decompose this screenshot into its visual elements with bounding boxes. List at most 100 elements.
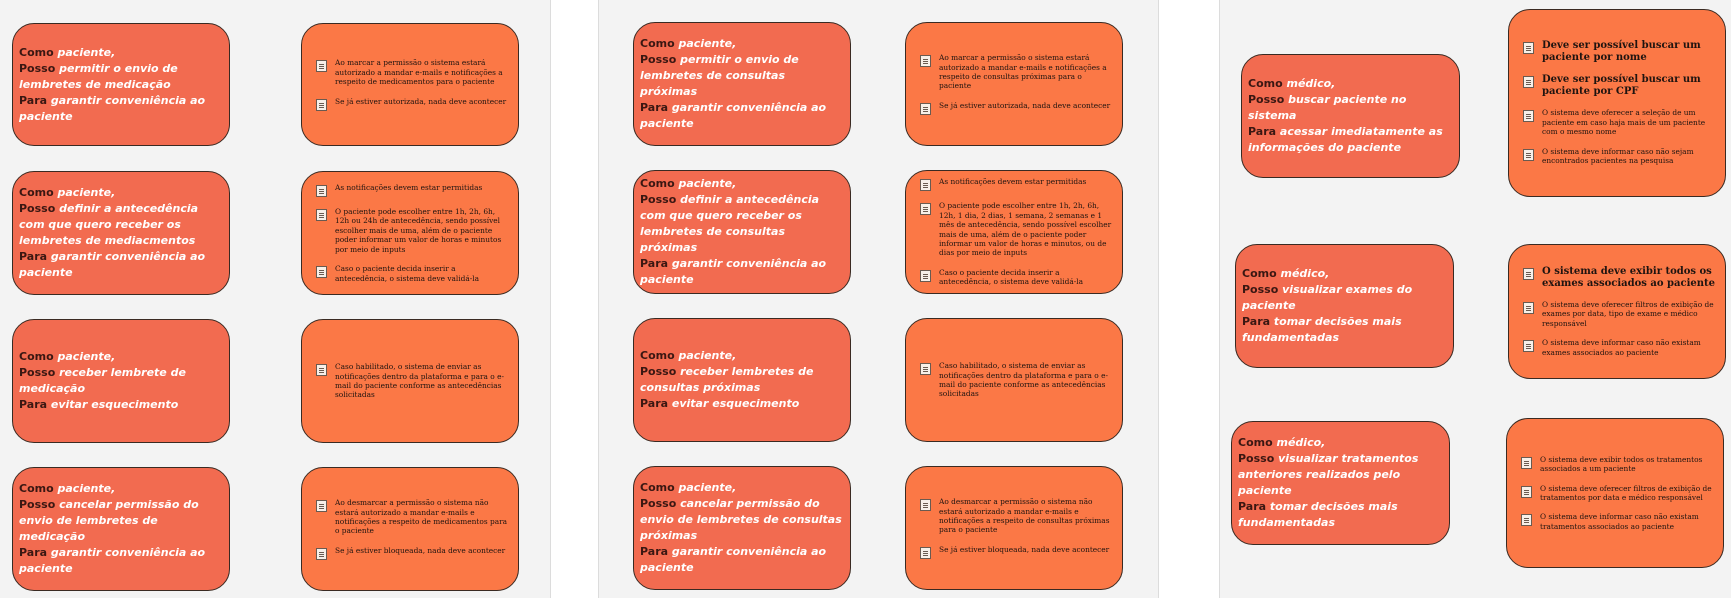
criteria-item: O sistema deve oferecer filtros de exibi… bbox=[1523, 300, 1715, 328]
story-keyword-para: Para bbox=[19, 546, 48, 559]
criteria-item: As notificações devem estar permitidas bbox=[920, 177, 1112, 192]
user-story-card[interactable]: Como médico,Posso visualizar tratamentos… bbox=[1231, 421, 1450, 545]
user-story-card[interactable]: Como médico,Posso visualizar exames do p… bbox=[1235, 244, 1454, 368]
criteria-text: O sistema deve informar caso não existam… bbox=[1540, 512, 1699, 531]
acceptance-criteria-card[interactable]: Caso habilitado, o sistema de enviar as … bbox=[905, 318, 1123, 442]
user-story-card[interactable]: Como paciente,Posso cancelar permissão d… bbox=[633, 466, 851, 590]
story-keyword-como: Como bbox=[640, 349, 675, 362]
criteria-item: Se já estiver autorizada, nada deve acon… bbox=[316, 97, 508, 111]
story-keyword-como: Como bbox=[19, 350, 54, 363]
story-goal: evitar esquecimento bbox=[50, 398, 179, 411]
story-text: Como paciente,Posso definir a antecedênc… bbox=[19, 185, 223, 281]
criteria-text: Caso o paciente decida inserir a anteced… bbox=[335, 264, 480, 283]
note-icon bbox=[316, 98, 327, 111]
story-goal: tomar decisões mais fundamentadas bbox=[1238, 500, 1398, 529]
acceptance-criteria-card[interactable]: Ao desmarcar a permissão o sistema não e… bbox=[301, 467, 519, 591]
user-story-card[interactable]: Como paciente,Posso cancelar permissão d… bbox=[12, 467, 230, 591]
story-text: Como paciente,Posso receber lembretes de… bbox=[640, 348, 844, 412]
story-text: Como paciente,Posso cancelar permissão d… bbox=[19, 481, 223, 577]
note-icon bbox=[316, 185, 327, 198]
story-goal: garantir conveniência ao paciente bbox=[640, 257, 827, 286]
story-role: paciente, bbox=[678, 349, 737, 362]
story-text: Como paciente,Posso cancelar permissão d… bbox=[640, 480, 844, 576]
story-goal: garantir conveniência ao paciente bbox=[640, 545, 827, 574]
user-story-card[interactable]: Como paciente,Posso receber lembrete de … bbox=[12, 319, 230, 443]
story-goal: garantir conveniência ao paciente bbox=[19, 93, 206, 123]
story-role: paciente, bbox=[678, 37, 737, 50]
story-keyword-como: Como bbox=[19, 45, 54, 59]
note-icon bbox=[920, 499, 931, 512]
criteria-text: Ao marcar a permissão o sistema estará a… bbox=[335, 58, 503, 87]
criteria-item: Ao desmarcar a permissão o sistema não e… bbox=[920, 497, 1112, 535]
criteria-text: As notificações devem estar permitidas bbox=[335, 183, 483, 193]
note-icon bbox=[1523, 301, 1534, 314]
acceptance-criteria-card[interactable]: Caso habilitado, o sistema de enviar as … bbox=[301, 319, 519, 443]
criteria-text: Caso o paciente decida inserir a anteced… bbox=[939, 267, 1084, 287]
story-keyword-para: Para bbox=[640, 397, 669, 410]
story-keyword-como: Como bbox=[1242, 267, 1277, 280]
story-goal: garantir conveniência ao paciente bbox=[19, 546, 206, 575]
story-keyword-como: Como bbox=[640, 37, 675, 50]
story-keyword-como: Como bbox=[1248, 77, 1283, 90]
criteria-text: O sistema deve informar caso não existam… bbox=[1542, 338, 1701, 357]
story-action: definir a antecedência com que quero rec… bbox=[19, 202, 199, 247]
story-keyword-posso: Posso bbox=[1238, 452, 1275, 465]
acceptance-criteria-card[interactable]: O sistema deve exibir todos os exames as… bbox=[1508, 244, 1726, 379]
user-story-card[interactable]: Como paciente,Posso definir a antecedênc… bbox=[633, 170, 851, 294]
story-keyword-posso: Posso bbox=[1242, 283, 1279, 296]
story-role: paciente, bbox=[57, 350, 116, 363]
acceptance-criteria-card[interactable]: Ao marcar a permissão o sistema estará a… bbox=[301, 23, 519, 146]
story-text: Como médico,Posso buscar paciente no sis… bbox=[1248, 76, 1453, 156]
acceptance-criteria-card[interactable]: Deve ser possível buscar um paciente por… bbox=[1508, 9, 1726, 197]
criteria-item: Deve ser possível buscar um paciente por… bbox=[1523, 40, 1715, 64]
story-goal: garantir conveniência ao paciente bbox=[19, 250, 206, 279]
story-action: buscar paciente no sistema bbox=[1248, 93, 1407, 122]
note-icon bbox=[316, 547, 327, 560]
note-icon bbox=[1523, 42, 1534, 55]
user-story-card[interactable]: Como paciente,Posso definir a antecedênc… bbox=[12, 171, 230, 295]
story-keyword-para: Para bbox=[640, 545, 669, 558]
note-icon bbox=[1523, 267, 1534, 280]
note-icon bbox=[1523, 76, 1534, 89]
story-role: médico, bbox=[1276, 436, 1326, 449]
note-icon bbox=[1523, 340, 1534, 353]
user-story-card[interactable]: Como médico,Posso buscar paciente no sis… bbox=[1241, 54, 1460, 178]
story-goal: garantir conveniência ao paciente bbox=[640, 101, 827, 130]
story-keyword-para: Para bbox=[640, 101, 669, 114]
note-icon bbox=[1521, 514, 1532, 527]
acceptance-criteria-card[interactable]: O sistema deve exibir todos os tratament… bbox=[1506, 418, 1724, 568]
acceptance-criteria-card[interactable]: Ao marcar a permissão o sistema estará a… bbox=[905, 22, 1123, 146]
story-keyword-para: Para bbox=[19, 250, 48, 263]
story-action: receber lembretes de consultas próximas bbox=[640, 365, 814, 394]
user-story-card[interactable]: Como paciente,Posso permitir o envio de … bbox=[633, 22, 851, 146]
story-role: paciente, bbox=[57, 186, 116, 199]
criteria-item: O sistema deve oferecer filtros de exibi… bbox=[1521, 484, 1713, 503]
user-story-card[interactable]: Como paciente,Posso permitir o envio de … bbox=[12, 23, 230, 146]
story-action: cancelar permissão do envio de lembretes… bbox=[640, 497, 842, 542]
story-text: Como paciente,Posso definir a antecedênc… bbox=[640, 176, 844, 288]
criteria-text: Deve ser possível buscar um paciente por… bbox=[1542, 40, 1701, 64]
story-role: paciente, bbox=[57, 482, 116, 495]
criteria-text: O sistema deve oferecer filtros de exibi… bbox=[1542, 299, 1714, 328]
criteria-item: O sistema deve informar caso não existam… bbox=[1521, 512, 1713, 531]
criteria-item: O sistema deve informar caso não existam… bbox=[1523, 338, 1715, 357]
criteria-item: Ao desmarcar a permissão o sistema não e… bbox=[316, 498, 508, 536]
criteria-item: O sistema deve exibir todos os tratament… bbox=[1521, 455, 1713, 474]
note-icon bbox=[1523, 148, 1534, 161]
story-keyword-para: Para bbox=[1248, 125, 1277, 138]
criteria-item: Deve ser possível buscar um paciente por… bbox=[1523, 74, 1715, 98]
story-role: médico, bbox=[1280, 267, 1330, 280]
note-icon bbox=[316, 364, 327, 377]
note-icon bbox=[920, 363, 931, 376]
criteria-text: Ao marcar a permissão o sistema estará a… bbox=[939, 53, 1107, 91]
criteria-text: Caso habilitado, o sistema de enviar as … bbox=[335, 362, 504, 400]
user-story-card[interactable]: Como paciente,Posso receber lembretes de… bbox=[633, 318, 851, 442]
acceptance-criteria-card[interactable]: Ao desmarcar a permissão o sistema não e… bbox=[905, 466, 1123, 590]
story-text: Como paciente,Posso permitir o envio de … bbox=[19, 45, 223, 125]
story-text: Como médico,Posso visualizar exames do p… bbox=[1242, 266, 1447, 346]
criteria-item: Ao marcar a permissão o sistema estará a… bbox=[316, 58, 508, 86]
criteria-text: Se já estiver bloqueada, nada deve acont… bbox=[939, 544, 1110, 554]
story-keyword-para: Para bbox=[1242, 315, 1271, 328]
